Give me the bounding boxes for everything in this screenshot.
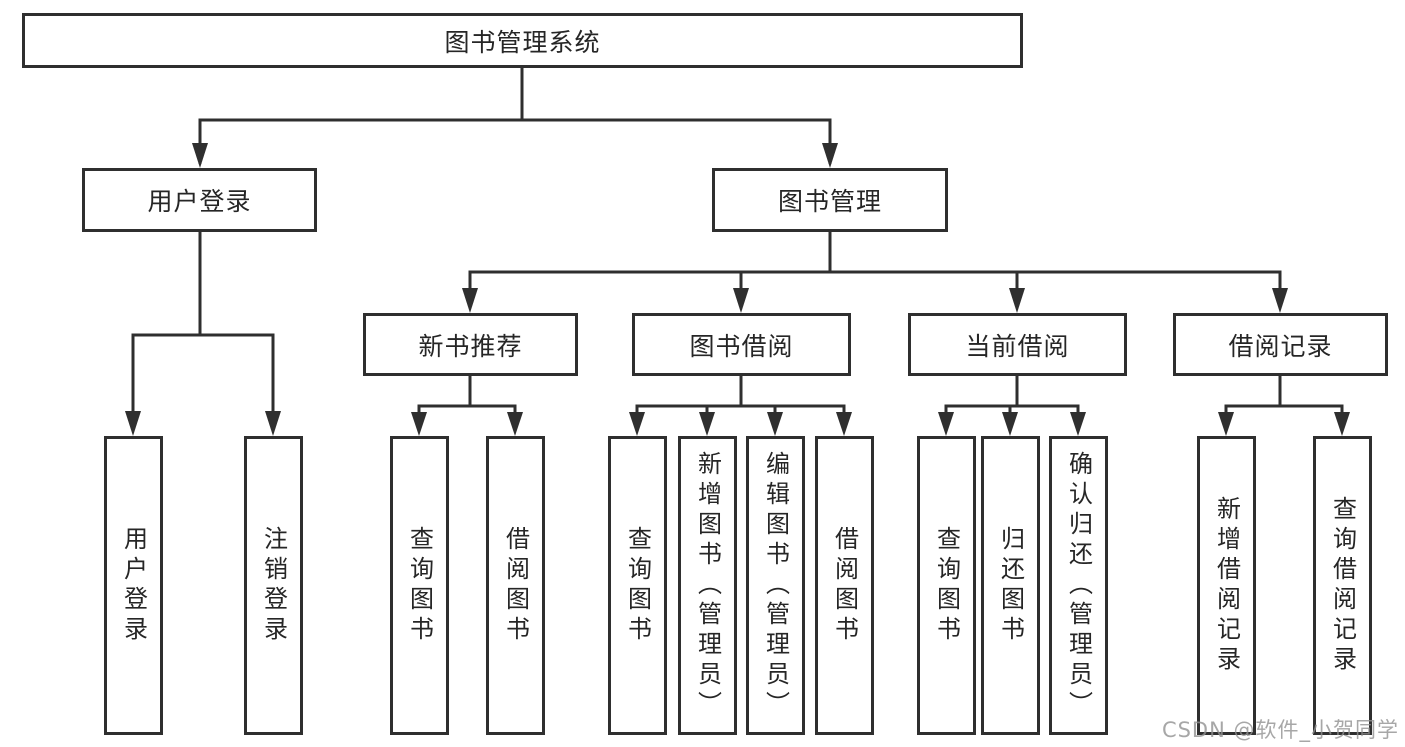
node-current-borrow: 当前借阅 xyxy=(908,313,1127,376)
leaf-borrow-books: 借阅图书 xyxy=(815,436,874,735)
leaf-recommend-query-books: 查询图书 xyxy=(390,436,449,735)
leaf-add-borrow-record: 新增借阅记录 xyxy=(1197,436,1256,735)
leaf-add-books-admin: 新增图书（管理员） xyxy=(678,436,737,735)
node-book-borrow-label: 图书借阅 xyxy=(689,331,794,361)
node-new-book-recommend-label: 新书推荐 xyxy=(418,331,523,361)
node-user-login-label: 用户登录 xyxy=(147,187,252,216)
node-new-book-recommend: 新书推荐 xyxy=(363,313,578,376)
leaf-current-query-books-label: 查询图书 xyxy=(932,525,961,646)
leaf-recommend-borrow-books: 借阅图书 xyxy=(486,436,545,735)
leaf-recommend-query-books-label: 查询图书 xyxy=(405,525,434,646)
node-root: 图书管理系统 xyxy=(22,13,1023,68)
leaf-add-books-admin-label: 新增图书（管理员） xyxy=(693,450,722,721)
leaf-return-books-label: 归还图书 xyxy=(996,525,1025,646)
leaf-confirm-return-admin-label: 确认归还（管理员） xyxy=(1064,450,1093,721)
node-book-borrow: 图书借阅 xyxy=(632,313,851,376)
node-borrow-records-label: 借阅记录 xyxy=(1228,331,1333,361)
leaf-logout: 注销登录 xyxy=(244,436,303,735)
leaf-query-borrow-record-label: 查询借阅记录 xyxy=(1328,495,1357,676)
node-borrow-records: 借阅记录 xyxy=(1173,313,1388,376)
leaf-confirm-return-admin: 确认归还（管理员） xyxy=(1049,436,1108,735)
leaf-borrow-books-label: 借阅图书 xyxy=(830,525,859,646)
node-root-label: 图书管理系统 xyxy=(444,27,601,57)
leaf-logout-label: 注销登录 xyxy=(259,525,288,646)
leaf-recommend-borrow-books-label: 借阅图书 xyxy=(501,525,530,646)
leaf-borrow-query-books: 查询图书 xyxy=(608,436,667,735)
leaf-user-login: 用户登录 xyxy=(104,436,163,735)
leaf-add-borrow-record-label: 新增借阅记录 xyxy=(1212,495,1241,676)
leaf-borrow-query-books-label: 查询图书 xyxy=(623,525,652,646)
node-user-login: 用户登录 xyxy=(82,168,317,232)
leaf-current-query-books: 查询图书 xyxy=(917,436,976,735)
leaf-return-books: 归还图书 xyxy=(981,436,1040,735)
leaf-edit-books-admin-label: 编辑图书（管理员） xyxy=(761,450,790,721)
node-current-borrow-label: 当前借阅 xyxy=(965,331,1070,361)
node-book-management-label: 图书管理 xyxy=(777,187,882,216)
leaf-edit-books-admin: 编辑图书（管理员） xyxy=(746,436,805,735)
node-book-management: 图书管理 xyxy=(712,168,948,232)
leaf-user-login-label: 用户登录 xyxy=(119,525,148,646)
csdn-watermark: CSDN @软件_小贺同学 xyxy=(1161,718,1399,742)
leaf-query-borrow-record: 查询借阅记录 xyxy=(1313,436,1372,735)
